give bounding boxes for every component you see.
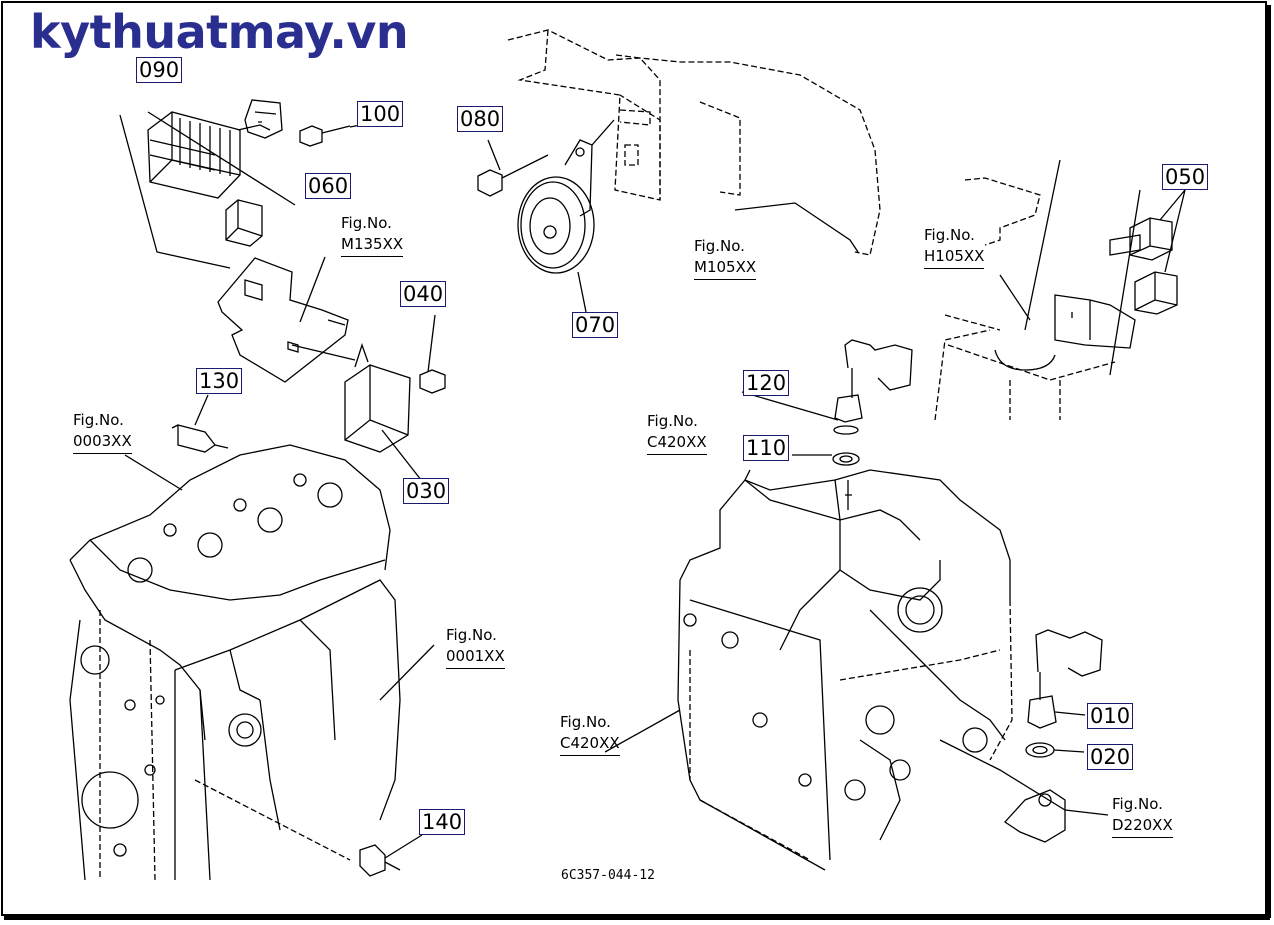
figure-ref-d220[interactable]: Fig.No. D220XX	[1112, 794, 1173, 838]
regulator-part-090	[147, 99, 283, 199]
part-number-050[interactable]: 050	[1162, 164, 1209, 190]
figure-ref-code: D220XX	[1112, 815, 1173, 838]
figure-ref-code: M135XX	[341, 234, 404, 257]
figure-ref-label: Fig.No.	[73, 411, 124, 429]
figure-ref-c420-bottom[interactable]: Fig.No. C420XX	[560, 712, 620, 756]
transmission-housing	[677, 469, 1011, 871]
part-number-040[interactable]: 040	[400, 281, 447, 307]
relay-part-030	[291, 342, 411, 453]
part-number-130[interactable]: 130	[196, 368, 243, 394]
figure-ref-label: Fig.No.	[924, 226, 975, 244]
part-number-120[interactable]: 120	[743, 370, 790, 396]
figure-ref-m135[interactable]: Fig.No. M135XX	[341, 213, 404, 257]
figure-ref-0003[interactable]: Fig.No. 0003XX	[73, 410, 132, 454]
figure-ref-code: C420XX	[560, 733, 620, 756]
sensor-part-130	[171, 424, 229, 453]
part-number-010[interactable]: 010	[1087, 703, 1134, 729]
figure-ref-c420-top[interactable]: Fig.No. C420XX	[647, 411, 707, 455]
switch-parts-050	[1129, 189, 1186, 315]
figure-ref-label: Fig.No.	[446, 626, 497, 644]
figure-ref-h105[interactable]: Fig.No. H105XX	[924, 225, 985, 269]
figure-ref-label: Fig.No.	[647, 412, 698, 430]
part-number-100[interactable]: 100	[357, 101, 404, 127]
bolt-part-100	[299, 125, 351, 147]
part-number-020[interactable]: 020	[1087, 744, 1134, 770]
washer-part-020	[1025, 742, 1055, 758]
figure-ref-code: 0001XX	[446, 646, 505, 669]
part-number-080[interactable]: 080	[457, 106, 504, 132]
figure-ref-m105[interactable]: Fig.No. M105XX	[694, 236, 757, 280]
figure-ref-0001[interactable]: Fig.No. 0001XX	[446, 625, 505, 669]
figure-ref-label: Fig.No.	[694, 237, 745, 255]
steering-column	[994, 159, 1141, 376]
part-number-060[interactable]: 060	[305, 173, 352, 199]
figure-ref-code: H105XX	[924, 246, 985, 269]
figure-ref-code: M105XX	[694, 257, 757, 280]
horn-part-070	[517, 139, 595, 274]
bolt-part-040	[419, 369, 446, 394]
connector-part-060	[225, 199, 263, 247]
part-number-140[interactable]: 140	[419, 809, 466, 835]
part-number-030[interactable]: 030	[403, 478, 450, 504]
part-number-110[interactable]: 110	[743, 435, 790, 461]
figure-ref-label: Fig.No.	[1112, 795, 1163, 813]
sensor-part-120	[833, 339, 913, 435]
figure-ref-code: 0003XX	[73, 431, 132, 454]
site-logo-text: kythuatmay.vn	[30, 5, 409, 59]
engine-block	[69, 444, 401, 881]
figure-ref-label: Fig.No.	[560, 713, 611, 731]
bracket-part	[217, 257, 349, 383]
figure-ref-label: Fig.No.	[341, 214, 392, 232]
fitting-part	[1004, 789, 1066, 843]
washer-part-110	[832, 452, 860, 466]
frame-structure	[507, 29, 881, 256]
part-number-070[interactable]: 070	[572, 312, 619, 338]
figure-ref-code: C420XX	[647, 432, 707, 455]
sensor-part-010	[1027, 629, 1103, 729]
drawing-code: 6C357-044-12	[561, 868, 655, 883]
bolt-part-080	[477, 154, 549, 197]
part-number-090[interactable]: 090	[136, 57, 183, 83]
